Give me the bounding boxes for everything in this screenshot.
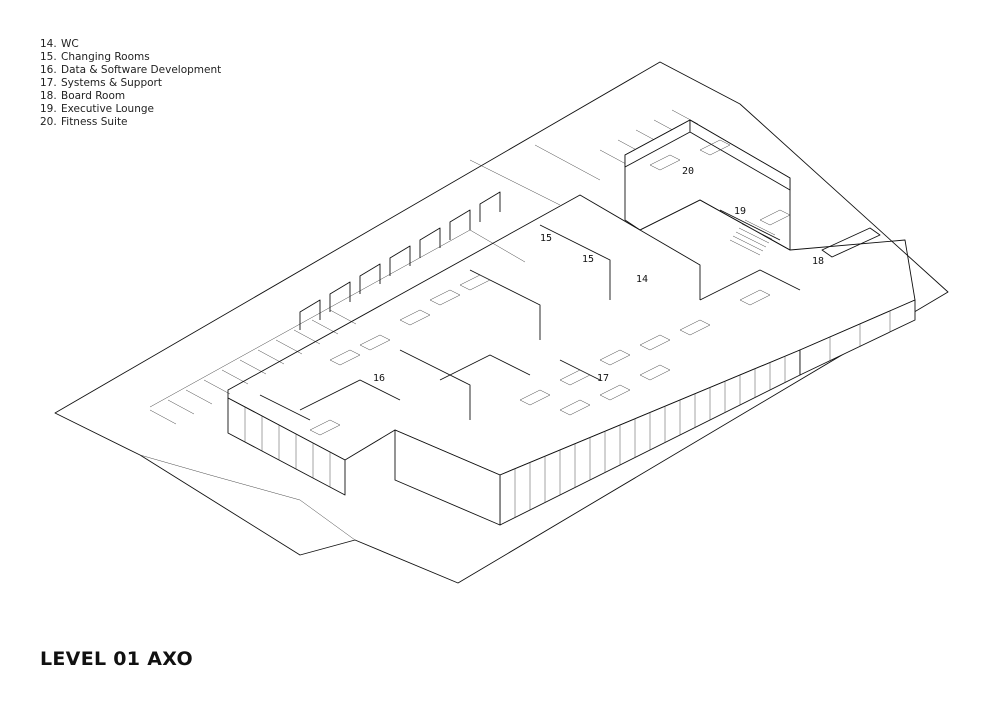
- legend-item: 16.Data & Software Development: [40, 64, 222, 76]
- site-inner-line: [534, 144, 601, 181]
- site-outline: [54, 61, 949, 584]
- legend-item: 17.Systems & Support: [40, 77, 162, 89]
- curtain-wall-mullions: [244, 311, 891, 517]
- floor-plate: [227, 194, 916, 476]
- site-inner-line: [469, 159, 561, 206]
- room-label: 15: [582, 254, 594, 265]
- room-label: 17: [597, 373, 609, 384]
- entrance-wall: [394, 429, 501, 526]
- legend-item: 15.Changing Rooms: [40, 51, 150, 63]
- legend-item: 19.Executive Lounge: [40, 103, 154, 115]
- room-label: 16: [373, 373, 385, 384]
- room-label: 18: [812, 256, 824, 267]
- desk-clusters: [309, 139, 791, 436]
- room-label: 15: [540, 233, 552, 244]
- east-curtain-wall: [799, 299, 916, 376]
- legend-item: 14.WC: [40, 38, 79, 50]
- board-room-table: [821, 227, 881, 258]
- legend-item: 20.Fitness Suite: [40, 116, 128, 128]
- room-label: 20: [682, 166, 694, 177]
- room-label: 14: [636, 274, 648, 285]
- room-legend: 14.WC 15.Changing Rooms 16.Data & Softwa…: [40, 38, 221, 129]
- northeast-wing-wall: [689, 119, 791, 191]
- parking-bays: [149, 109, 699, 425]
- west-block-wall: [227, 397, 346, 496]
- balcony-frames: [299, 191, 501, 330]
- legend-item: 18.Board Room: [40, 90, 126, 102]
- room-label: 19: [734, 206, 746, 217]
- site-inner-line: [139, 454, 356, 541]
- feature-stair: [729, 219, 776, 256]
- drawing-title: LEVEL 01 AXO: [40, 648, 193, 670]
